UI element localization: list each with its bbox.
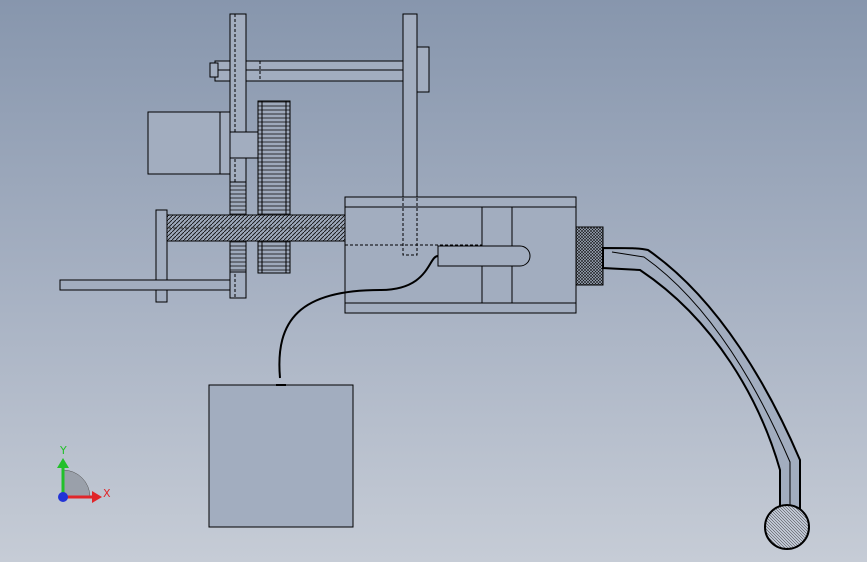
motor-block — [147, 111, 261, 175]
end-flange — [59, 209, 231, 303]
triad-x-label: X — [103, 487, 111, 500]
probe-element — [437, 245, 531, 267]
signal-cable — [278, 255, 439, 379]
large-gear — [257, 100, 291, 274]
triad-xy-quadrant — [62, 469, 91, 498]
triad-z-axis — [58, 492, 68, 502]
triad-y-label: Y — [59, 444, 67, 457]
top-shaft — [209, 46, 430, 93]
curved-handle-arm — [602, 246, 801, 516]
knurled-nut — [575, 226, 604, 286]
control-box — [208, 384, 354, 528]
ball-knob — [764, 504, 810, 550]
coordinate-triad: Y X — [57, 444, 111, 503]
triad-x-arrow — [92, 491, 102, 503]
triad-y-arrow — [57, 458, 69, 468]
